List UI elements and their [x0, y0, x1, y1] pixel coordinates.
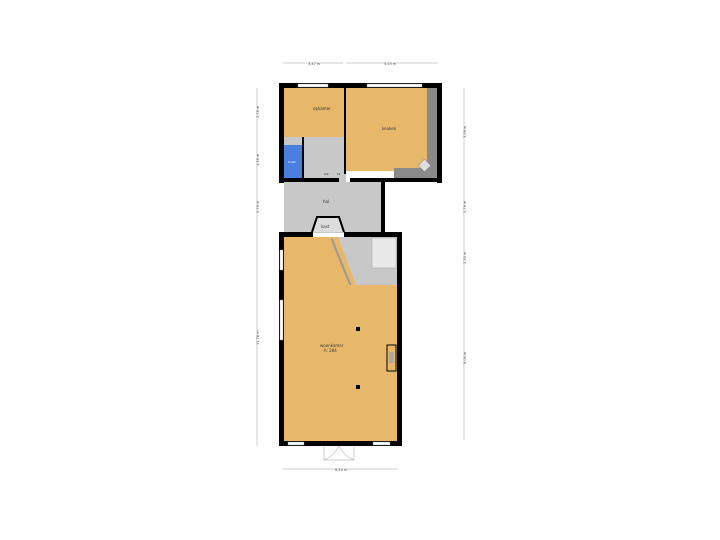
patio-doors — [323, 445, 355, 461]
dim-right-1: 3,59 m — [463, 125, 467, 138]
dim-top-left: 3,47 m — [308, 62, 321, 66]
dim-right-3: 2,34 m — [463, 251, 467, 264]
dim-right-4: 8,06 m — [463, 351, 467, 364]
label-mk: mk — [324, 172, 329, 176]
windows — [279, 83, 423, 446]
label-toilet: toilet — [288, 160, 297, 164]
kitchen-counter — [394, 88, 437, 178]
dim-top-right: 5,23 m — [384, 62, 397, 66]
dim-bottom: 6,44 m — [335, 468, 348, 472]
keuken-floor — [346, 88, 430, 171]
kast-outline — [311, 216, 345, 233]
label-opkamer: opkamer — [313, 106, 331, 111]
dimension-lines — [256, 62, 465, 470]
dim-left-4: 11,78 m — [256, 330, 260, 345]
dim-left-3: 2,79 m — [256, 200, 260, 213]
stair-rail — [330, 238, 352, 286]
column — [356, 327, 360, 331]
label-woonkamer: woonkamer — [320, 343, 344, 348]
opkamer-floor — [284, 88, 345, 138]
staircase — [371, 237, 397, 269]
toilet-floor — [284, 145, 302, 178]
dim-left-2: 1,58 m — [256, 153, 260, 166]
label-hal: hal — [323, 199, 329, 204]
label-woonkamer-height: h: 284 — [324, 348, 337, 353]
fireplace-insert — [389, 352, 394, 363]
label-keuken: keuken — [382, 126, 397, 131]
dim-left-1: 2,78 m — [256, 105, 260, 118]
label-kast: kast — [321, 224, 330, 229]
column — [356, 385, 360, 389]
fridge — [417, 158, 432, 173]
label-kk: kk — [337, 172, 341, 176]
dim-right-2: 2,79 m — [463, 200, 467, 213]
walls — [279, 83, 442, 446]
